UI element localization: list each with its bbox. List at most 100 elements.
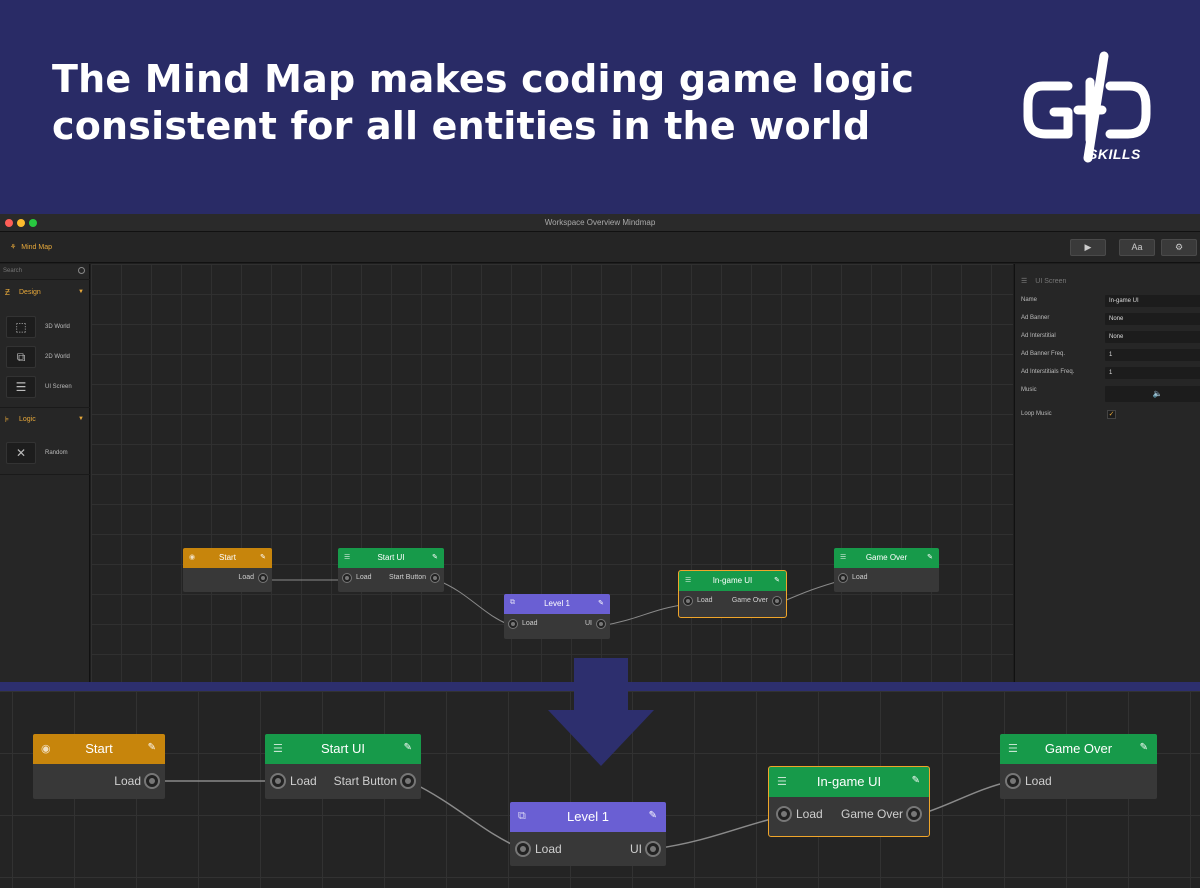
play-button[interactable]: ▶	[1070, 239, 1106, 256]
pin-icon[interactable]: ✎	[911, 775, 920, 786]
headline-line-2: consistent for all entities in the world	[52, 104, 871, 148]
port-label-in: Load	[1025, 774, 1052, 788]
title-bar: Workspace Overview Mindmap	[0, 214, 1200, 232]
prop-label-name: Name	[1021, 297, 1038, 303]
section-design[interactable]: Ƶ Design ▼	[0, 282, 90, 304]
output-port[interactable]	[400, 773, 416, 789]
properties-panel: ☰UI Screen Name In-game UI Ad Banner Non…	[1014, 264, 1200, 684]
divider	[0, 474, 90, 475]
gear-icon: ⚙	[1174, 242, 1184, 252]
play-circle-icon: ◉	[189, 554, 196, 561]
minimize-window-button[interactable]	[17, 219, 25, 227]
node-start-ui[interactable]: ☰ Start UI ✎ Load Start Button	[338, 548, 444, 592]
input-port[interactable]	[270, 773, 286, 789]
node-body: Load	[1000, 764, 1157, 799]
port-label-out: Game Over	[840, 807, 903, 821]
port-label-out: Game Over	[731, 597, 768, 604]
ad-interstitials-freq-field[interactable]: 1	[1105, 367, 1200, 379]
input-port[interactable]	[683, 596, 693, 606]
zoom-node-game-over[interactable]: ☰ Game Over ✎ Load	[1000, 734, 1157, 799]
port-label-out: UI	[630, 842, 642, 856]
music-picker[interactable]: 🔈	[1105, 386, 1200, 402]
node-body: Load UI	[510, 832, 666, 866]
zoom-arrow-icon	[548, 658, 654, 766]
input-port[interactable]	[515, 841, 531, 857]
node-title: Level 1	[567, 809, 609, 824]
input-port[interactable]	[776, 806, 792, 822]
port-label-in: Load	[290, 774, 317, 788]
ad-interstitial-select[interactable]: None▼	[1105, 331, 1200, 343]
ad-banner-freq-value: 1	[1109, 352, 1113, 358]
pin-icon[interactable]: ✎	[260, 554, 266, 561]
node-in-game-ui[interactable]: ☰ In-game UI ✎ Load Game Over	[678, 570, 787, 618]
output-port[interactable]	[645, 841, 661, 857]
ad-banner-freq-field[interactable]: 1	[1105, 349, 1200, 361]
port-label-in: Load	[852, 574, 868, 581]
pin-icon[interactable]: ✎	[1139, 742, 1148, 753]
node-header: ☰ Start UI ✎	[338, 548, 444, 568]
maximize-window-button[interactable]	[29, 219, 37, 227]
zoom-node-start[interactable]: ◉ Start ✎ Load	[33, 734, 165, 799]
sidebar: Search Ƶ Design ▼ ⬚ 3D World ⧉ 2D World …	[0, 264, 90, 684]
pin-icon[interactable]: ✎	[648, 810, 657, 821]
world-icon: ⧉	[518, 810, 526, 822]
node-header: ⧉ Level 1 ✎	[504, 594, 610, 614]
pin-icon[interactable]: ✎	[403, 742, 412, 753]
search-input[interactable]: Search	[0, 264, 90, 280]
input-port[interactable]	[508, 619, 518, 629]
node-game-over[interactable]: ☰ Game Over ✎ Load	[834, 548, 939, 592]
logic-icon: ⊧	[5, 415, 10, 424]
section-logic[interactable]: ⊧ Logic ▼	[0, 409, 90, 431]
square-icon: ⧉	[6, 346, 36, 368]
ad-banner-select[interactable]: None▼	[1105, 313, 1200, 325]
close-window-button[interactable]	[5, 219, 13, 227]
output-port[interactable]	[258, 573, 268, 583]
link-level1-ingame	[600, 603, 689, 627]
loop-music-checkbox[interactable]: ✓	[1107, 410, 1116, 419]
node-title: In-game UI	[712, 576, 753, 585]
node-header: ☰ In-game UI ✎	[679, 571, 786, 591]
shuffle-icon: ✕	[6, 442, 36, 464]
ui-screen-icon: ☰	[6, 376, 36, 398]
toolbar: ⚘Mind Map ▶ Aa ⚙	[0, 232, 1200, 263]
node-title: Game Over	[1044, 741, 1113, 756]
zoom-node-start-ui[interactable]: ☰ Start UI ✎ Load Start Button	[265, 734, 421, 799]
font-button[interactable]: Aa	[1119, 239, 1155, 256]
input-port[interactable]	[838, 573, 848, 583]
sidebar-item-random[interactable]: ✕ Random	[0, 440, 90, 468]
mindmap-tab[interactable]: ⚘Mind Map	[10, 243, 52, 251]
output-port[interactable]	[430, 573, 440, 583]
node-start[interactable]: ◉ Start ✎ Load	[183, 548, 272, 592]
node-body: Load Game Over	[679, 591, 786, 617]
chevron-down-icon: ▼	[78, 416, 84, 422]
port-label-out: Start Button	[333, 774, 397, 788]
pin-icon[interactable]: ✎	[432, 554, 438, 561]
output-port[interactable]	[596, 619, 606, 629]
output-port[interactable]	[144, 773, 160, 789]
output-port[interactable]	[772, 596, 782, 606]
node-level-1[interactable]: ⧉ Level 1 ✎ Load UI	[504, 594, 610, 639]
node-title: Game Over	[865, 553, 908, 562]
zoom-node-level-1[interactable]: ⧉ Level 1 ✎ Load UI	[510, 802, 666, 866]
pin-icon[interactable]: ✎	[147, 742, 156, 753]
name-field[interactable]: In-game UI	[1105, 295, 1200, 307]
input-port[interactable]	[1005, 773, 1021, 789]
output-port[interactable]	[906, 806, 922, 822]
sidebar-item-2d-world[interactable]: ⧉ 2D World	[0, 344, 90, 372]
settings-button[interactable]: ⚙	[1161, 239, 1197, 256]
logo-text: SKILLS	[1088, 146, 1141, 162]
mindmap-canvas[interactable]: ◉ Start ✎ Load ☰ Start UI ✎ Load Start B…	[91, 264, 1013, 684]
section-design-label: Design	[19, 289, 41, 296]
node-body: Load Start Button	[265, 764, 421, 799]
sidebar-item-3d-world[interactable]: ⬚ 3D World	[0, 314, 90, 342]
chevron-down-icon: ▼	[78, 289, 84, 295]
pin-icon[interactable]: ✎	[927, 554, 933, 561]
pin-icon[interactable]: ✎	[774, 577, 780, 584]
input-port[interactable]	[342, 573, 352, 583]
pin-icon[interactable]: ✎	[598, 600, 604, 607]
zoom-node-in-game-ui[interactable]: ☰ In-game UI ✎ Load Game Over	[768, 766, 930, 837]
gdskills-logo-icon	[1023, 51, 1151, 163]
sidebar-item-ui-screen[interactable]: ☰ UI Screen	[0, 374, 90, 402]
port-label-in: Load	[356, 574, 372, 581]
link-level1-ingame	[653, 815, 784, 850]
